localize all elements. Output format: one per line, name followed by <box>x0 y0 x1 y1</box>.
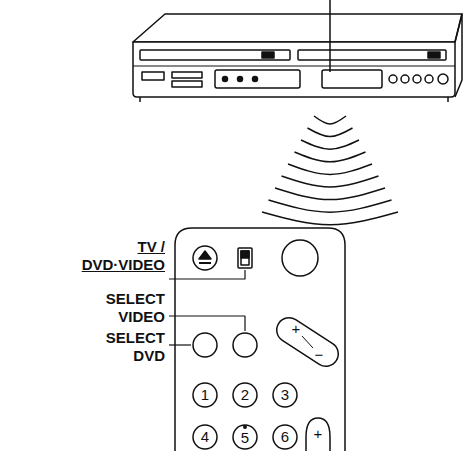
leader-lines <box>169 270 245 345</box>
key-symbol: + <box>286 321 306 337</box>
ir-wave <box>314 116 346 124</box>
key-number: 1 <box>195 387 215 403</box>
key-symbol: + <box>308 426 328 442</box>
ir-wave <box>288 164 372 174</box>
key-number: 6 <box>275 429 295 445</box>
button-label: SELECT VIDEO <box>85 290 165 326</box>
key-number: 4 <box>195 429 215 445</box>
ir-wave <box>295 152 366 162</box>
ir-wave <box>282 176 379 187</box>
ir-wave <box>308 128 353 137</box>
ir-wave <box>275 188 385 200</box>
sensor-leader <box>329 0 331 72</box>
ir-waves <box>262 116 398 225</box>
ir-wave <box>262 212 398 225</box>
ir-wave <box>269 200 392 212</box>
button-label: SELECT DVD <box>85 329 165 365</box>
dvd-vcr-player <box>133 14 462 102</box>
remote-control <box>175 228 345 451</box>
key-number: 2 <box>235 387 255 403</box>
key-number: 3 <box>275 387 295 403</box>
key-number: 5 <box>235 430 255 446</box>
switch-label: TV / DVD·VIDEO <box>65 238 165 274</box>
ir-wave <box>301 140 359 149</box>
key-symbol: − <box>309 347 329 363</box>
